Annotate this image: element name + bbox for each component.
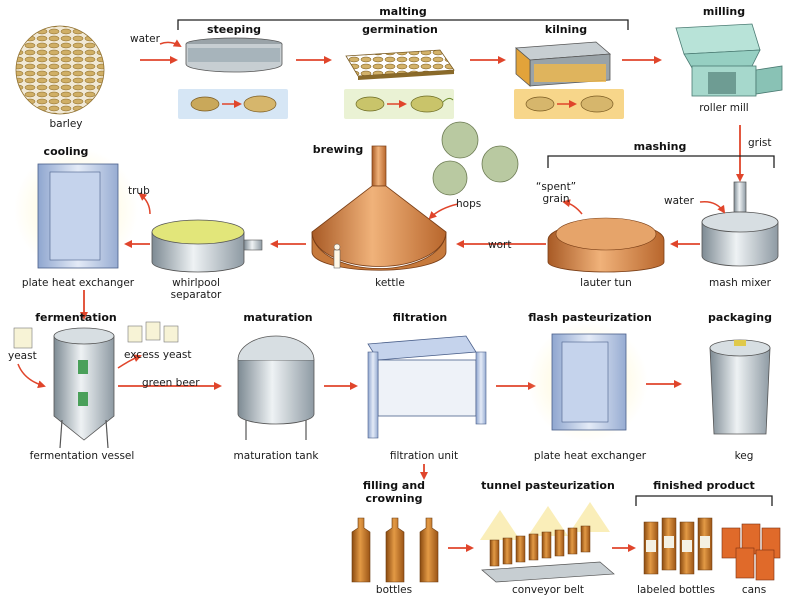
label-excess-yeast: excess yeast (124, 349, 192, 361)
filled-bottles (351, 517, 439, 583)
malting-bracket (177, 19, 629, 30)
heading-tunnel-pasteurization: tunnel pasteurization (481, 479, 615, 492)
label-barley: barley (49, 118, 83, 130)
arrow-yeast-fermenter (17, 363, 46, 389)
label-spent-grain-line1: “spent” (535, 181, 577, 193)
tunnel-pasteurizer (480, 502, 615, 583)
brew-kettle (311, 145, 447, 271)
heading-mashing: mashing (633, 140, 687, 153)
label-spent-grain-line2: grain (542, 193, 570, 205)
label-bottles: bottles (375, 584, 413, 596)
heading-filtration: filtration (392, 311, 448, 324)
label-mash-mixer: mash mixer (709, 277, 771, 289)
label-maturation-tank: maturation tank (233, 450, 319, 462)
heading-cooling: cooling (43, 145, 89, 158)
label-conveyor-belt: conveyor belt (512, 584, 584, 596)
label-yeast: yeast (8, 350, 37, 362)
label-roller-mill: roller mill (699, 102, 749, 114)
label-labeled-bottles: labeled bottles (636, 584, 716, 596)
excess-yeast-glasses (127, 321, 179, 343)
label-whirlpool-line2: separator (170, 289, 222, 301)
label-keg: keg (734, 450, 754, 462)
heading-brewing: brewing (312, 143, 364, 156)
label-water-mash: water (664, 195, 694, 207)
whirlpool-vessel (151, 219, 263, 273)
label-filtration-unit: filtration unit (389, 450, 459, 462)
heading-filling-line2: crowning (365, 492, 423, 505)
finished-product-bracket (635, 495, 773, 506)
arrow-spent-grain (562, 199, 583, 215)
label-grist: grist (748, 137, 772, 149)
steeping-grain-sprites (190, 95, 277, 113)
kilning-grain-sprites (525, 95, 614, 113)
label-cans: cans (741, 584, 767, 596)
label-green-beer: green beer (142, 377, 200, 389)
kiln-box (515, 41, 611, 87)
arrow-water-steeping (159, 39, 182, 48)
heading-filling-line1: filling and (362, 479, 426, 492)
label-plate-heat-exchanger-2: plate heat exchanger (533, 450, 647, 462)
germination-grain-sprites (355, 95, 454, 113)
label-trub: trub (128, 185, 150, 197)
heading-maturation: maturation (243, 311, 313, 324)
roller-mill-machine (675, 23, 783, 97)
barley-pile (15, 25, 105, 115)
heading-malting: malting (379, 5, 427, 18)
steeping-tank (185, 37, 283, 73)
mash-mixer-vessel (701, 181, 779, 267)
heading-finished-product: finished product (653, 479, 755, 492)
lauter-tun-vessel (547, 217, 665, 273)
keg-container (709, 339, 771, 435)
label-water-in: water (130, 33, 160, 45)
heading-germination: germination (362, 23, 438, 36)
label-lauter-tun: lauter tun (580, 277, 632, 289)
hops-cones (432, 121, 519, 196)
plate-heat-exchanger-flash (551, 333, 627, 431)
yeast-glass (13, 327, 33, 349)
heading-milling: milling (702, 5, 746, 18)
fermentation-vessel-tank (53, 327, 115, 449)
maturation-tank-vessel (237, 335, 315, 440)
label-kettle: kettle (375, 277, 405, 289)
label-wort: wort (488, 239, 512, 251)
heading-fermentation: fermentation (35, 311, 117, 324)
can-stack (721, 523, 781, 581)
arrow-trub (138, 192, 151, 215)
germination-bed (345, 49, 455, 80)
heading-flash-pasteurization: flash pasteurization (528, 311, 652, 324)
plate-heat-exchanger-cooling (37, 163, 119, 269)
arrow-excess-yeast (117, 354, 142, 369)
heading-packaging: packaging (708, 311, 772, 324)
heading-steeping: steeping (206, 23, 262, 36)
arrow-water-mash (699, 200, 726, 214)
mashing-bracket (547, 155, 775, 168)
label-whirlpool-line1: whirlpool (172, 277, 220, 289)
label-hops: hops (456, 198, 482, 210)
label-fermentation-vessel: fermentation vessel (29, 450, 135, 462)
arrow-hops-kettle (428, 203, 459, 220)
label-plate-heat-exchanger-1: plate heat exchanger (21, 277, 135, 289)
filtration-unit-machine (367, 335, 487, 439)
heading-kilning: kilning (544, 23, 588, 36)
labeled-bottle-group (643, 517, 713, 575)
